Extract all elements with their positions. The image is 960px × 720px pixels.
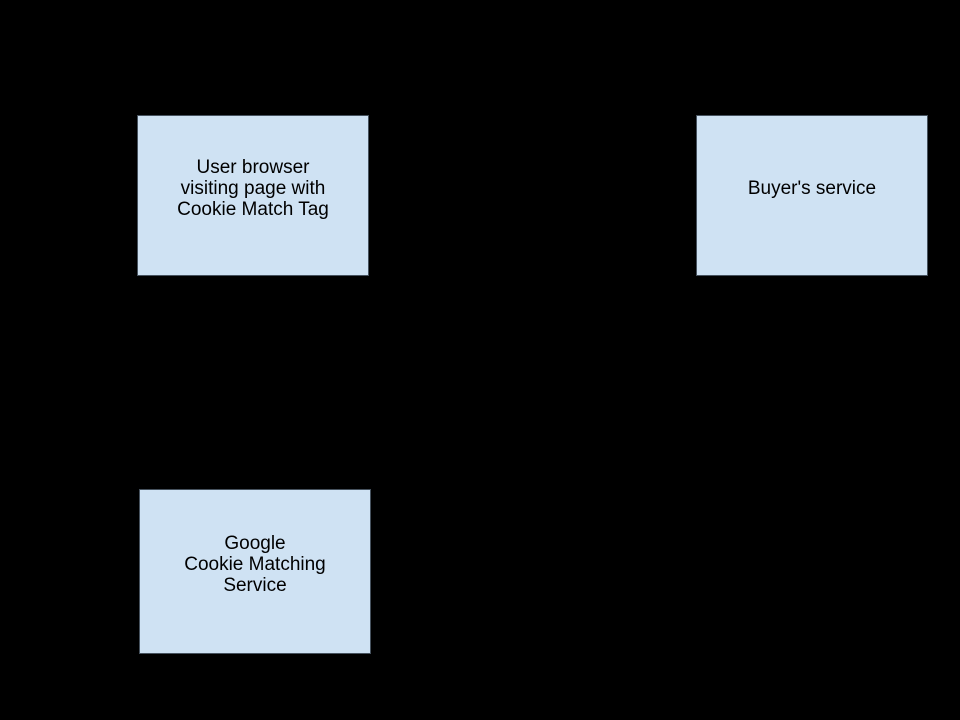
node-user-browser: User browser visiting page with Cookie M…: [137, 115, 369, 276]
node-buyers-service-label: Buyer's service: [747, 178, 877, 199]
node-buyers-service: Buyer's service: [696, 115, 928, 276]
node-google-cookie-matching-service: Google Cookie Matching Service: [139, 489, 371, 654]
node-google-cookie-matching-service-label: Google Cookie Matching Service: [184, 533, 326, 596]
node-user-browser-label: User browser visiting page with Cookie M…: [177, 157, 329, 220]
